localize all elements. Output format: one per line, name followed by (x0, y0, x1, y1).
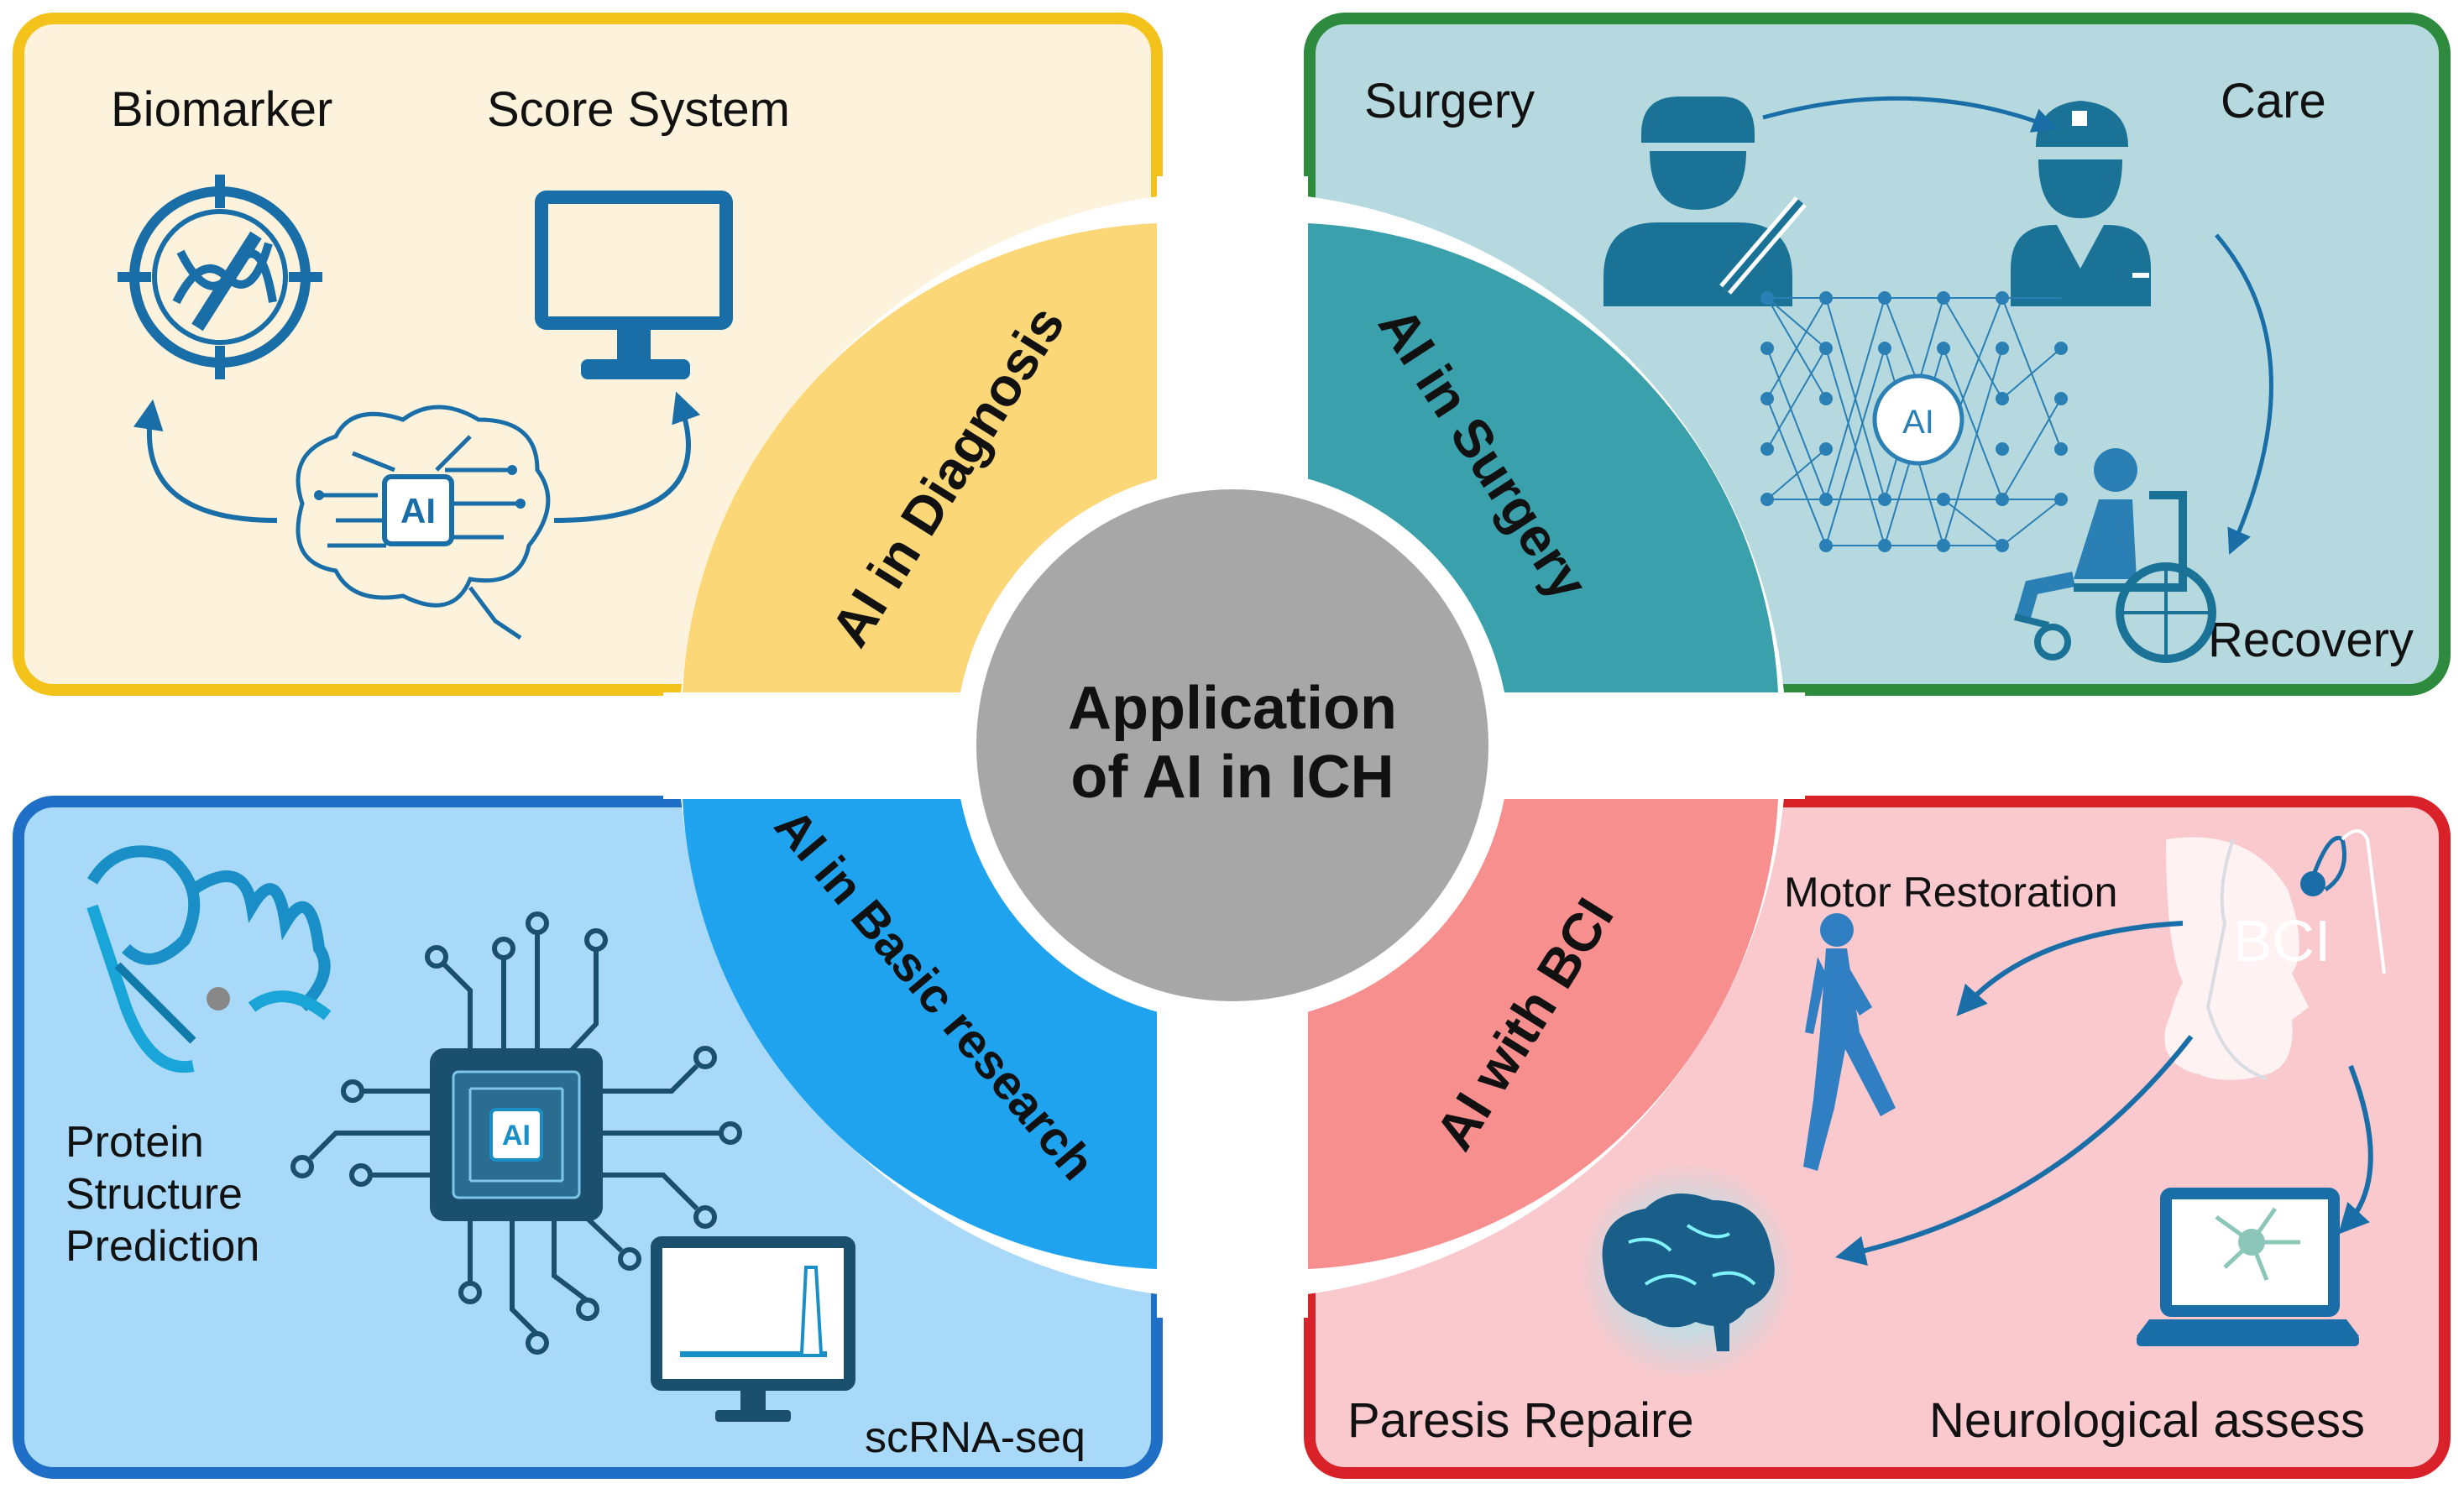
label-care: Care (2221, 74, 2326, 128)
ring (663, 176, 1805, 1318)
bci-label: BCI (2233, 908, 2331, 974)
label-score-system: Score System (487, 82, 790, 137)
neural-network-icon: AI (1760, 291, 2068, 552)
arrow-care-to-recovery (2215, 233, 2273, 556)
label-protein: Protein (65, 1118, 204, 1167)
ai-chip-label-diagnosis: AI (400, 491, 436, 530)
monitor-peak-icon (651, 1236, 855, 1422)
protein-icon (86, 845, 332, 1073)
network-label-ai: AI (1902, 404, 1934, 441)
glowing-brain-icon (1578, 1162, 1797, 1381)
nurse-icon (2011, 101, 2151, 306)
surgeon-icon (1603, 97, 1807, 306)
label-recovery: Recovery (2208, 613, 2414, 667)
ai-brain-icon: AI (296, 405, 551, 640)
label-paresis-repaire: Paresis Repaire (1347, 1393, 1694, 1448)
bci-head-icon: BCI (2164, 829, 2386, 1080)
wheelchair-icon (2014, 448, 2216, 663)
target-dna-icon (118, 175, 322, 379)
arrow-bci-to-paresis (1834, 1035, 2194, 1266)
label-structure: Structure (65, 1170, 243, 1219)
label-biomarker: Biomarker (111, 82, 332, 137)
label-prediction: Prediction (65, 1222, 259, 1271)
label-surgery: Surgery (1364, 74, 1535, 128)
walking-person-icon (1803, 913, 1896, 1171)
computer-monitor-icon (535, 191, 733, 379)
label-motor-restoration: Motor Restoration (1784, 869, 2117, 916)
arrow-bci-to-neurological (2338, 1064, 2373, 1235)
arrow-surgery-to-care (1762, 96, 2059, 133)
arrow-to-score-system (553, 391, 701, 523)
center-title-line2: of AI in ICH (1070, 744, 1394, 811)
ai-chip-label-research: AI (502, 1120, 531, 1152)
laptop-neuron-icon (2137, 1188, 2359, 1346)
label-scrna-seq: scRNA-seq (865, 1413, 1086, 1462)
arrow-bci-to-motor (1956, 921, 2184, 1016)
arrow-to-biomarker (133, 399, 278, 523)
label-neurological-assess: Neurological assess (1929, 1393, 2365, 1448)
center-title-line1: Application (1068, 675, 1397, 742)
center-circle (976, 489, 1488, 1001)
ai-chip-icon: AI (290, 911, 742, 1355)
